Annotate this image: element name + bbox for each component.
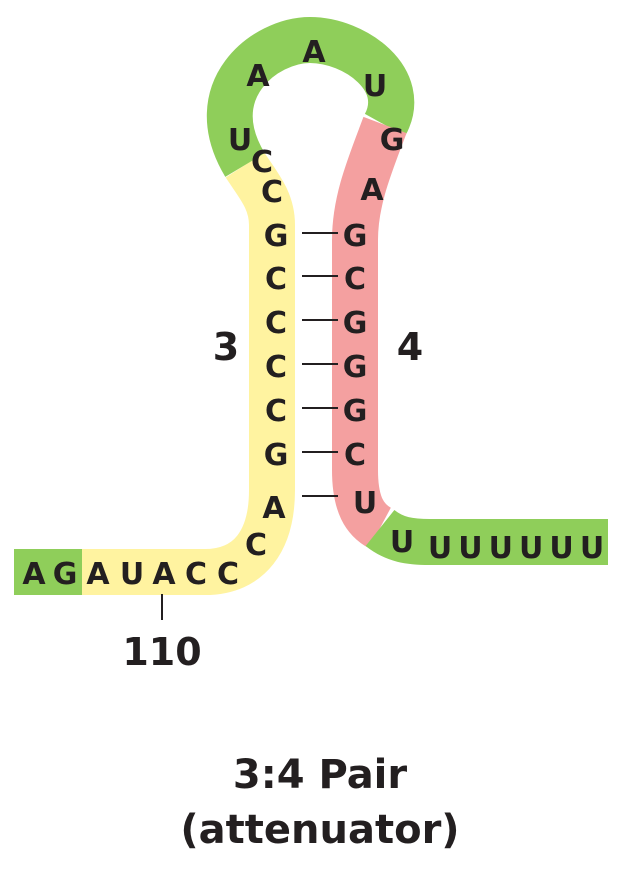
nucleotide: C xyxy=(217,557,239,592)
nucleotide: A xyxy=(262,491,286,526)
backbone-bands xyxy=(14,16,608,595)
nucleotide: C xyxy=(265,306,287,341)
region-3-yellow-band xyxy=(82,152,295,595)
nucleotide: C xyxy=(261,175,283,210)
loop-green-band xyxy=(207,16,415,177)
nucleotide: U xyxy=(363,69,387,104)
nucleotide: G xyxy=(343,306,368,341)
region-4-pink-band xyxy=(332,116,407,549)
nucleotide: G xyxy=(53,557,78,592)
nucleotide: G xyxy=(343,394,368,429)
nucleotide: U xyxy=(120,557,144,592)
nucleotide: U xyxy=(458,531,482,566)
nucleotide: A xyxy=(302,35,326,70)
nucleotide: G xyxy=(264,219,289,254)
nucleotide: C xyxy=(245,528,267,563)
nucleotide: U xyxy=(228,123,252,158)
loop-nucleotides: U A A U xyxy=(228,35,387,158)
nucleotide: A xyxy=(246,59,270,94)
nucleotide: C xyxy=(185,557,207,592)
poly-u-green-band xyxy=(365,509,608,565)
region-4-label: 4 xyxy=(397,325,423,369)
base-pair-lines xyxy=(302,232,338,497)
region-4-nucleotides: G A G C G G G C U xyxy=(343,123,405,521)
nucleotide: G xyxy=(264,438,289,473)
nucleotide: C xyxy=(265,262,287,297)
nucleotide: U xyxy=(489,531,513,566)
nucleotide: C xyxy=(265,350,287,385)
position-label: 110 xyxy=(122,630,201,674)
nucleotide: A xyxy=(360,173,384,208)
nucleotide: C xyxy=(265,394,287,429)
nucleotide: A xyxy=(86,557,110,592)
nucleotide: A xyxy=(152,557,176,592)
nucleotide: U xyxy=(549,531,573,566)
nucleotide: U xyxy=(428,531,452,566)
nucleotide: U xyxy=(390,525,414,560)
nucleotide: G xyxy=(380,123,405,158)
caption-line-1: 3:4 Pair xyxy=(233,752,408,798)
left-tail-nucleotides: A G A U A C C xyxy=(22,557,239,592)
region-3-label: 3 xyxy=(213,325,239,369)
nucleotide: U xyxy=(580,531,604,566)
nucleotide: C xyxy=(251,145,273,180)
nucleotide: A xyxy=(22,557,46,592)
nucleotide: G xyxy=(343,350,368,385)
nucleotide: U xyxy=(353,486,377,521)
region-3-nucleotides: C A G C C C C G C C xyxy=(245,145,288,563)
nucleotide: C xyxy=(344,438,366,473)
nucleotide: U xyxy=(519,531,543,566)
poly-u-nucleotides: U U U U U U U xyxy=(390,525,604,566)
caption-line-2: (attenuator) xyxy=(180,807,459,853)
nucleotide: C xyxy=(344,262,366,297)
nucleotide: G xyxy=(343,219,368,254)
